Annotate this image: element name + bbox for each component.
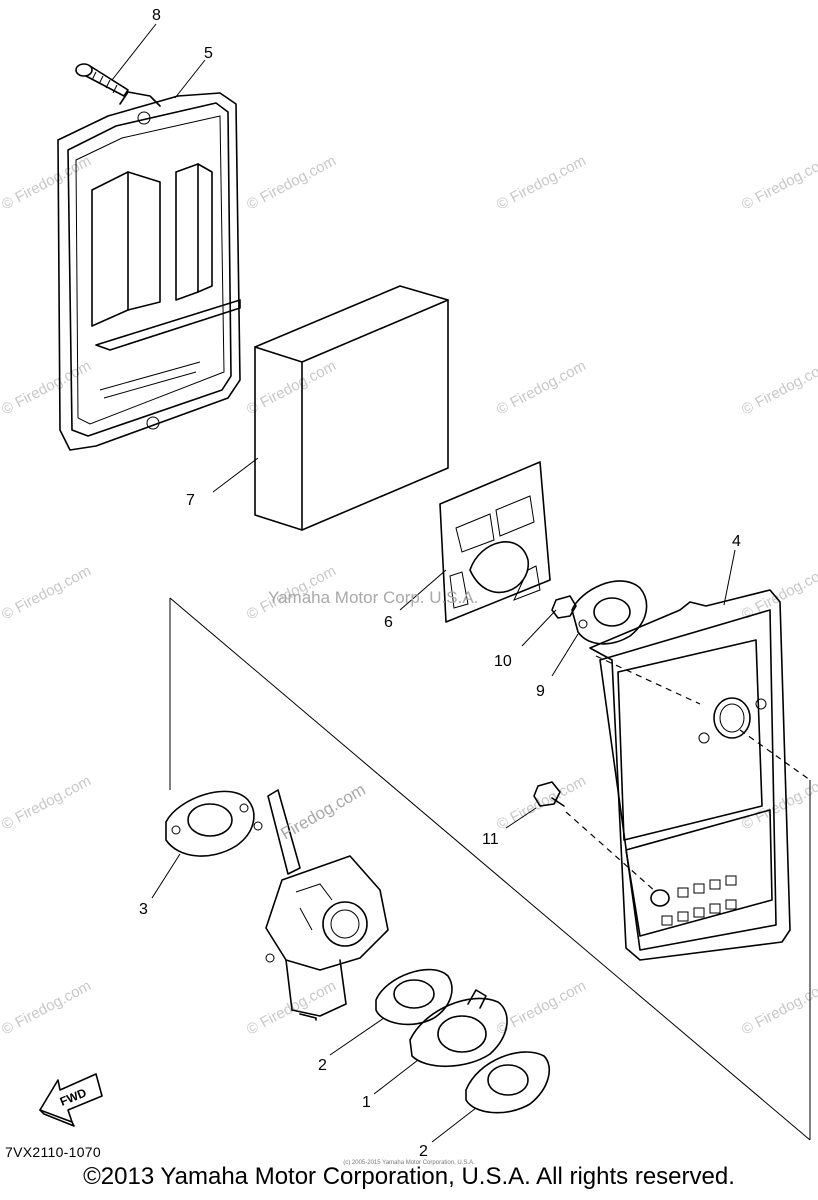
- carburetor-gasket: [165, 790, 263, 857]
- copyright-notice: ©2013 Yamaha Motor Corporation, U.S.A. A…: [83, 1163, 735, 1190]
- air-filter-element: [254, 285, 449, 531]
- callout-labels: 8 5 7 6 4 10 9 11 3 2 1 2: [139, 7, 741, 1160]
- bolt: [533, 781, 565, 807]
- fwd-arrow-icon: FWD: [39, 1073, 103, 1127]
- vent-grille: [661, 875, 737, 926]
- assembly-reference-lines: [169, 597, 811, 1141]
- carburetor-insulator: [409, 989, 508, 1068]
- watermark: © Firedog.com: [739, 772, 818, 833]
- watermark: © Firedog.com: [739, 977, 818, 1038]
- watermark: © Firedog.com: [494, 772, 589, 833]
- joint-gasket: [571, 580, 648, 645]
- leader-lines: [111, 23, 736, 1143]
- watermark: © Firedog.com: [0, 977, 94, 1038]
- callout-6: 6: [384, 614, 393, 631]
- callout-7: 7: [186, 492, 195, 509]
- screw: [75, 63, 129, 97]
- callout-1: 1: [362, 1094, 371, 1111]
- lower-gasket-upper: [375, 968, 453, 1026]
- air-cleaner-case: [57, 91, 241, 451]
- callout-2-lower: 2: [419, 1143, 428, 1160]
- gasket: [439, 461, 551, 623]
- watermark: © Firedog.com: [0, 152, 94, 213]
- nut: [551, 595, 577, 619]
- callout-10: 10: [494, 653, 512, 670]
- callout-11: 11: [482, 831, 499, 848]
- watermark: © Firedog.com: [244, 152, 339, 213]
- watermark: © Firedog.com: [0, 357, 94, 418]
- watermark: © Firedog.com: [494, 357, 589, 418]
- watermark: © Firedog.com: [244, 357, 339, 418]
- callout-3: 3: [139, 901, 148, 918]
- watermark: © Firedog.com: [739, 152, 818, 213]
- callout-4: 4: [732, 533, 741, 550]
- watermark: © Firedog.com: [739, 562, 818, 623]
- callout-8: 8: [152, 7, 161, 24]
- watermark: © Firedog.com: [0, 562, 94, 623]
- watermark: © Firedog.com: [739, 357, 818, 418]
- carburetor-watermark: Firedog.com: [278, 780, 369, 844]
- carburetor: [265, 789, 389, 1021]
- center-watermark: Yamaha Motor Corp. U.S.A.: [268, 588, 478, 607]
- diagram-code: 7VX2110-1070: [5, 1144, 101, 1160]
- fine-print: (c) 2005-2015 Yamaha Motor Corporation, …: [343, 1160, 475, 1166]
- watermark: © Firedog.com: [494, 152, 589, 213]
- air-cleaner-base: [589, 589, 791, 961]
- callout-9: 9: [536, 683, 545, 700]
- watermark: © Firedog.com: [494, 977, 589, 1038]
- lower-gasket-lower: [465, 1051, 551, 1114]
- callout-2-upper: 2: [318, 1057, 327, 1074]
- watermark: © Firedog.com: [0, 772, 94, 833]
- callout-5: 5: [204, 45, 213, 62]
